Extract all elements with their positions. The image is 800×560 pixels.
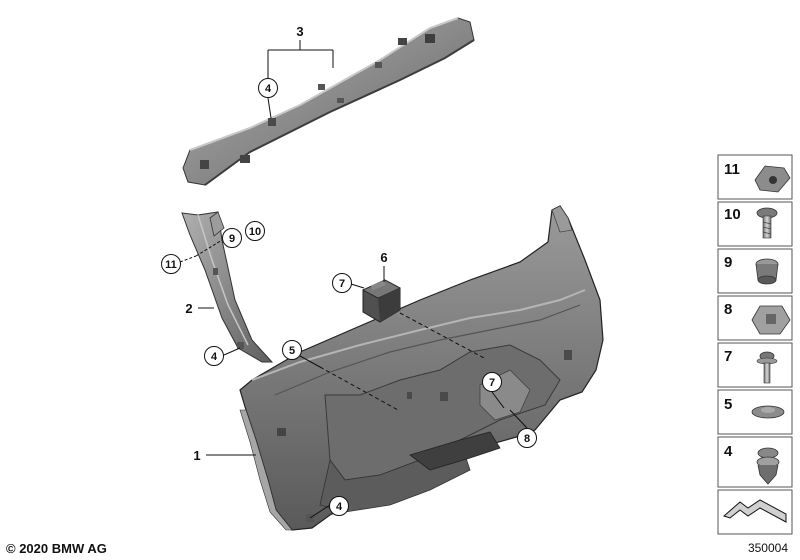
svg-text:11: 11 [165, 259, 177, 271]
svg-text:5: 5 [289, 345, 295, 357]
svg-text:10: 10 [724, 206, 741, 223]
callout-4-side: 4 [204, 346, 224, 366]
leader-line [223, 347, 241, 356]
svg-text:4: 4 [336, 501, 343, 513]
leader-lines [179, 40, 528, 519]
callout-7-upper: 7 [332, 273, 352, 293]
svg-text:7: 7 [489, 377, 495, 389]
leader-line [179, 255, 197, 263]
upper-trim-part-3 [182, 17, 475, 186]
svg-text:4: 4 [265, 83, 272, 95]
leader-line [299, 355, 321, 368]
legend-item-5: 5 [717, 389, 793, 435]
svg-text:9: 9 [229, 233, 235, 245]
leader-line [491, 391, 505, 409]
callout-5: 5 [282, 340, 302, 360]
svg-text:7: 7 [724, 348, 732, 365]
callout-6: 6 [380, 250, 387, 265]
bracket-part-6 [362, 279, 406, 323]
callout-3: 3 [296, 24, 303, 39]
callout-8: 8 [517, 428, 537, 448]
svg-text:8: 8 [524, 433, 530, 445]
legend-item-7: 7 [717, 342, 793, 388]
svg-text:10: 10 [249, 226, 261, 238]
svg-text:4: 4 [724, 443, 733, 460]
callout-7-lower: 7 [482, 372, 502, 392]
callout-10: 10 [245, 221, 265, 241]
callout-2: 2 [185, 301, 192, 316]
svg-text:9: 9 [724, 254, 732, 271]
leader-line [509, 409, 528, 429]
callout-9: 9 [222, 228, 242, 248]
legend-item-10: 10 [717, 201, 793, 247]
fastener-legend: 11 10 9 8 7 [717, 154, 793, 535]
copyright-text: © 2020 BMW AG [6, 541, 107, 556]
svg-text:8: 8 [724, 301, 732, 318]
callout-4-upper: 4 [258, 78, 278, 98]
svg-text:11: 11 [724, 161, 740, 178]
tailgate-panel-part-1 [239, 205, 604, 531]
leader-line [399, 312, 485, 359]
leader-line [319, 366, 399, 411]
svg-text:5: 5 [724, 396, 732, 413]
legend-item-4: 4 [717, 436, 793, 488]
legend-item-11: 11 [717, 154, 793, 200]
callout-11: 11 [161, 254, 181, 274]
legend-item-8: 8 [717, 295, 793, 341]
legend-item-9: 9 [717, 248, 793, 294]
orientation-arrow-icon [717, 489, 793, 535]
leader-line [309, 504, 331, 519]
callout-1: 1 [193, 448, 200, 463]
diagram-number: 350004 [747, 541, 788, 555]
callout-4-lower: 4 [329, 496, 349, 516]
leader-line [350, 283, 365, 289]
svg-text:7: 7 [339, 278, 345, 290]
side-trim-part-2 [181, 211, 274, 363]
leader-line [267, 97, 272, 119]
svg-text:4: 4 [211, 351, 218, 363]
leader-line [195, 239, 223, 257]
